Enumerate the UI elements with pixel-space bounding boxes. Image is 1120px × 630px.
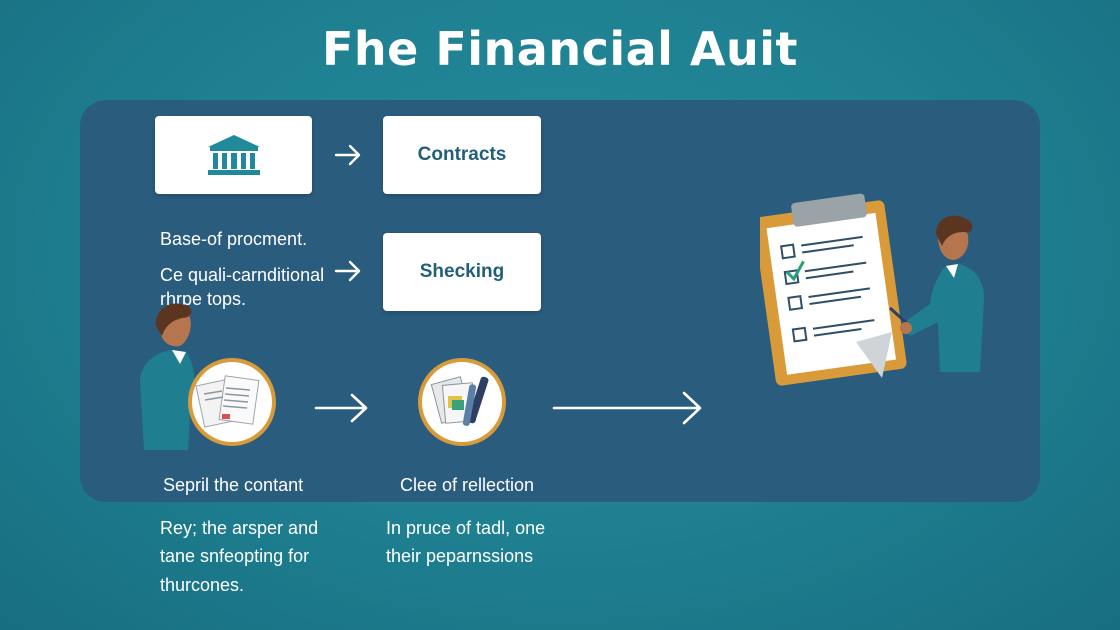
- person-icon: [888, 215, 984, 372]
- left-text-2: Ce quali-carnditional: [160, 265, 325, 285]
- step-caption-1: Sepril the contant: [163, 475, 304, 495]
- clipboard-checklist-icon: [760, 193, 907, 386]
- arrow-right-icon: [334, 144, 361, 166]
- note-2-line-2: their peparnssions: [386, 546, 534, 566]
- documents-icon: [195, 375, 260, 428]
- step-caption-2: Clee of rellection: [400, 475, 535, 495]
- bank-card: [155, 116, 312, 194]
- page-title: Fhe Financial Auit: [321, 22, 799, 76]
- arrow-right-icon: [552, 391, 702, 425]
- documents-circle: [188, 358, 276, 446]
- arrow-right-icon: [334, 260, 361, 282]
- bank-icon: [207, 135, 260, 175]
- left-text-1: Base-of procment.: [160, 229, 308, 249]
- note-1-line-2: tane snfeopting for: [160, 546, 310, 566]
- papers-pen-icon: [430, 376, 489, 426]
- papers-circle: [418, 358, 506, 446]
- contracts-card: Contracts: [383, 116, 541, 194]
- arrow-right-icon: [314, 393, 368, 423]
- shecking-card: Shecking: [383, 233, 541, 311]
- note-2-line-1: In pruce of tadl, one: [386, 518, 546, 538]
- note-1-line-1: Rey; the arsper and: [160, 518, 319, 538]
- person-icon: [140, 303, 222, 450]
- note-1-line-3: thurcones.: [160, 575, 245, 595]
